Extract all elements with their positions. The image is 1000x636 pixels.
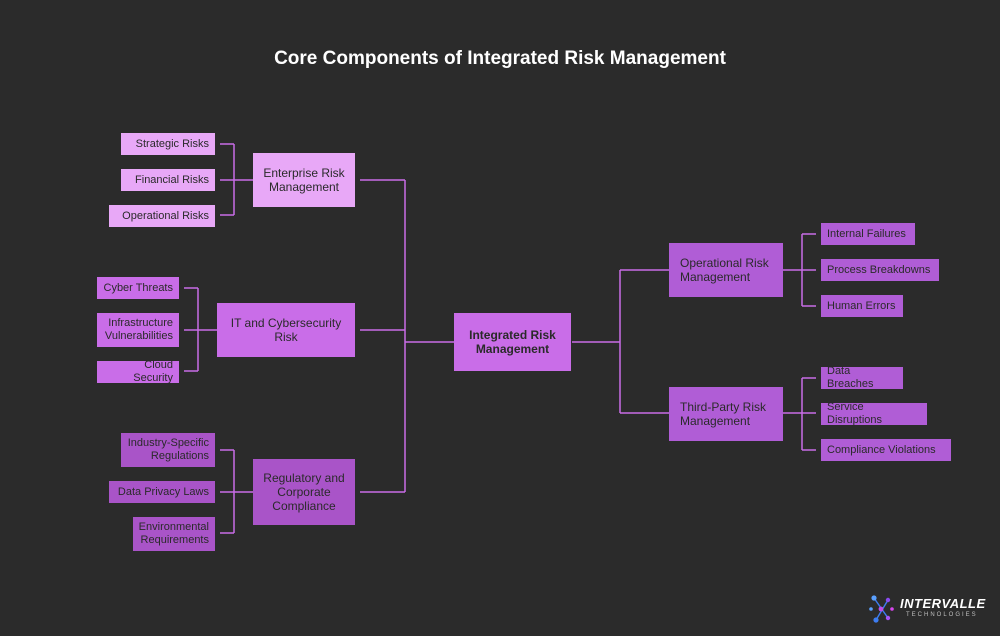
leaf-cyber-threats: Cyber Threats (97, 277, 179, 299)
branch-it-cybersecurity: IT and Cybersecurity Risk (217, 303, 355, 357)
leaf-industry-regulations: Industry-Specific Regulations (121, 433, 215, 467)
branch-operational-risk: Operational Risk Management (669, 243, 783, 297)
leaf-operational-risks: Operational Risks (109, 205, 215, 227)
leaf-financial-risks: Financial Risks (121, 169, 215, 191)
branch-third-party-risk: Third-Party Risk Management (669, 387, 783, 441)
logo-subtitle: TECHNOLOGIES (906, 612, 978, 618)
intervalle-logo-icon (869, 595, 894, 623)
leaf-infrastructure-vulnerabilities: Infrastructure Vulnerabilities (97, 313, 179, 347)
leaf-data-breaches: Data Breaches (821, 365, 903, 390)
company-logo: INTERVALLE TECHNOLOGIES (868, 592, 985, 626)
branch-regulatory-compliance: Regulatory and Corporate Compliance (253, 459, 355, 525)
leaf-strategic-risks: Strategic Risks (121, 133, 215, 155)
leaf-data-privacy-laws: Data Privacy Laws (109, 481, 215, 503)
leaf-environmental-requirements: Environmental Requirements (133, 517, 215, 551)
diagram-title: Core Components of Integrated Risk Manag… (274, 48, 726, 69)
leaf-service-disruptions: Service Disruptions (821, 401, 927, 426)
leaf-human-errors: Human Errors (821, 295, 903, 317)
branch-enterprise-risk: Enterprise Risk Management (253, 153, 355, 207)
center-node: Integrated Risk Management (454, 313, 571, 371)
leaf-internal-failures: Internal Failures (821, 223, 915, 245)
logo-name: INTERVALLE (900, 596, 986, 611)
leaf-process-breakdowns: Process Breakdowns (821, 259, 939, 281)
leaf-cloud-security: Cloud Security (97, 359, 179, 384)
leaf-compliance-violations: Compliance Violations (821, 439, 951, 461)
